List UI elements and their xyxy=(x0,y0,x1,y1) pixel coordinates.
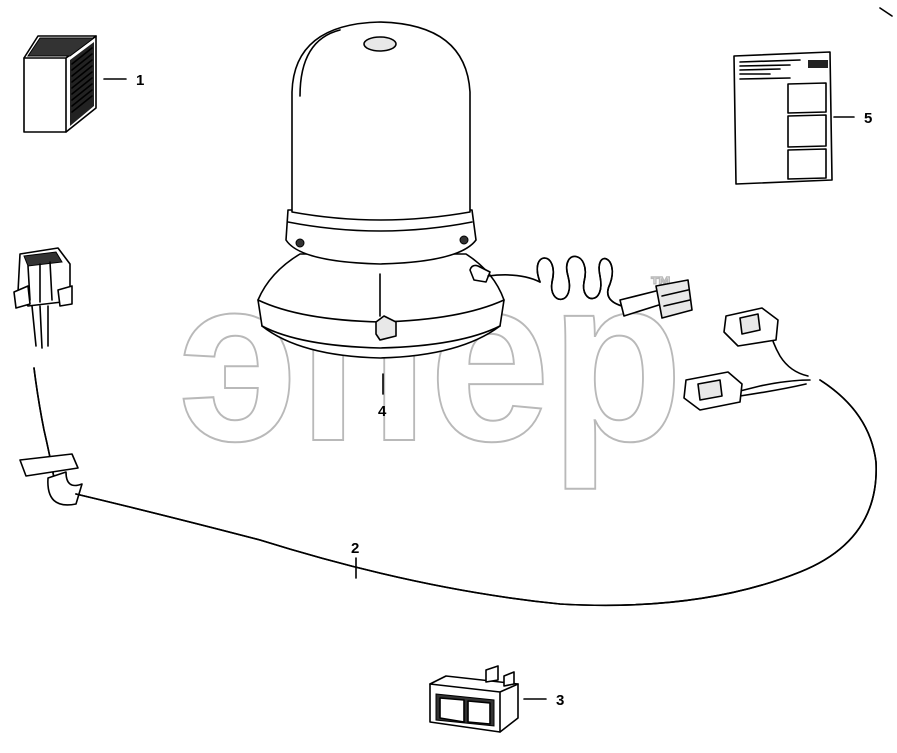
callout-3: 3 xyxy=(556,692,564,709)
callout-2: 2 xyxy=(351,540,359,557)
callout-5: 5 xyxy=(864,110,872,127)
callout-4: 4 xyxy=(378,403,387,420)
part-1-box[interactable] xyxy=(23,35,97,133)
part-3-switch[interactable] xyxy=(429,665,519,733)
corner-mark xyxy=(879,7,893,17)
part-2-harness[interactable] xyxy=(13,247,877,607)
callout-1: 1 xyxy=(136,72,144,89)
part-4-beacon[interactable] xyxy=(257,21,693,359)
part-5-document[interactable] xyxy=(733,51,833,185)
